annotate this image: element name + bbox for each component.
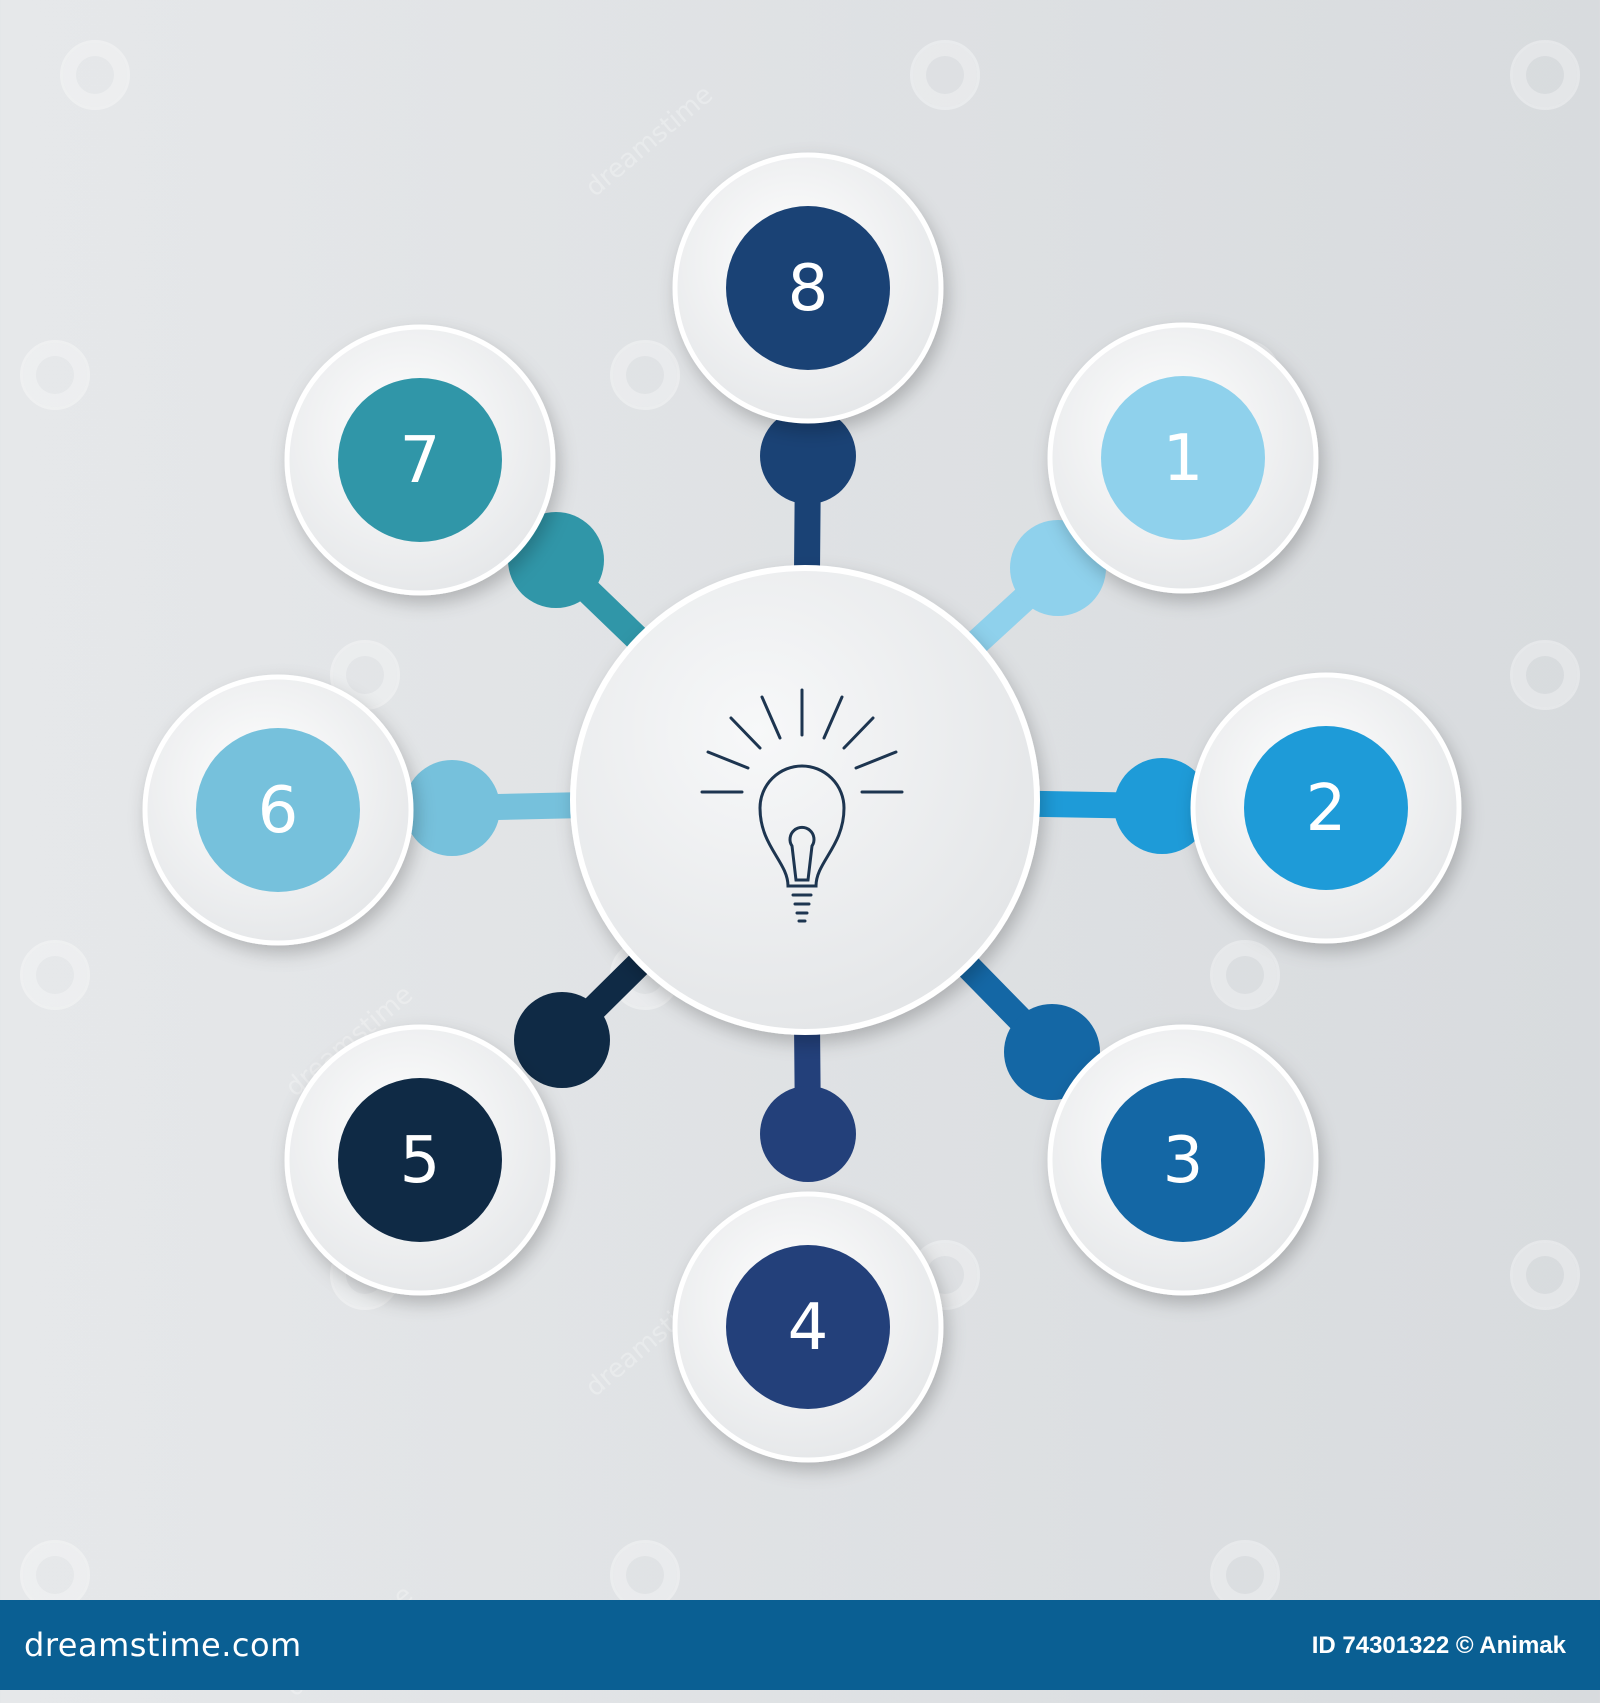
- connector-ball-3: [1004, 1004, 1100, 1100]
- node-badge-3: [1101, 1078, 1265, 1242]
- connector-ball-4: [760, 1086, 856, 1182]
- node-1[interactable]: 1: [1047, 322, 1319, 594]
- node-3[interactable]: 3: [1047, 1024, 1319, 1296]
- node-number-5: 5: [400, 1124, 441, 1198]
- node-plates: 1 2 3 4 5 6 7 8: [142, 152, 1462, 1463]
- node-number-4: 4: [788, 1291, 829, 1365]
- connector-ball-5: [514, 992, 610, 1088]
- node-2[interactable]: 2: [1190, 672, 1462, 944]
- node-badge-6: [196, 728, 360, 892]
- footer-credit: ID 74301322 © Animak: [1311, 1632, 1566, 1659]
- node-number-3: 3: [1163, 1124, 1204, 1198]
- lightbulb-icon: [700, 688, 904, 923]
- node-7[interactable]: 7: [284, 324, 556, 596]
- hub-diagram: 1 2 3 4 5 6 7 8: [142, 152, 1462, 1463]
- node-number-1: 1: [1163, 422, 1204, 496]
- node-number-2: 2: [1306, 772, 1347, 846]
- node-badge-4: [726, 1245, 890, 1409]
- connector-ball-8: [760, 408, 856, 504]
- node-badge-1: [1101, 376, 1265, 540]
- footer-brand[interactable]: dreamstime.com: [24, 1626, 302, 1664]
- center-circle: [570, 565, 1040, 1035]
- node-number-7: 7: [400, 424, 441, 498]
- connector-ball-6: [404, 760, 500, 856]
- node-badge-5: [338, 1078, 502, 1242]
- node-number-8: 8: [788, 252, 829, 326]
- node-6[interactable]: 6: [142, 674, 414, 946]
- center-hub: [570, 565, 1040, 1035]
- node-4[interactable]: 4: [672, 1191, 944, 1463]
- node-badge-2: [1244, 726, 1408, 890]
- footer-bar: dreamstime.com ID 74301322 © Animak: [0, 1600, 1600, 1690]
- node-badge-7: [338, 378, 502, 542]
- node-number-6: 6: [258, 774, 299, 848]
- node-badge-8: [726, 206, 890, 370]
- node-8[interactable]: 8: [672, 152, 944, 424]
- connector-ball-2: [1114, 758, 1210, 854]
- node-5[interactable]: 5: [284, 1024, 556, 1296]
